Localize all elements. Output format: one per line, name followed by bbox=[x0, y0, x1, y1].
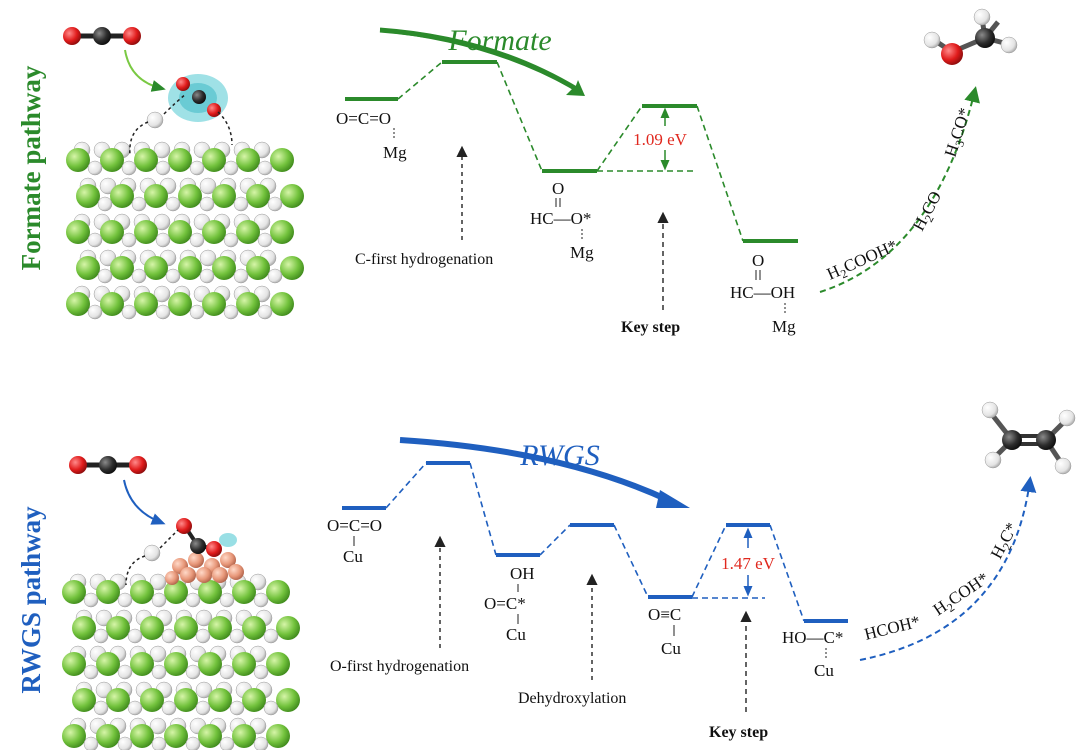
rwgs-title: RWGS bbox=[519, 439, 599, 472]
methanol-molecule-icon bbox=[923, 8, 1018, 65]
formate-int-1: H2COOH* bbox=[824, 236, 901, 287]
formate-connectors bbox=[397, 61, 744, 242]
rwgs-title-arrow bbox=[399, 437, 670, 503]
formate-hcoo-top: O bbox=[552, 179, 564, 198]
rwgs-barrier-label: 1.47 eV bbox=[721, 554, 776, 573]
rwgs-title-arrowhead bbox=[656, 490, 690, 508]
rwgs-note-o-first: O-first hydrogenation bbox=[330, 658, 469, 675]
rwgs-connectors bbox=[385, 462, 805, 622]
adsorption-arrow-top bbox=[124, 49, 166, 92]
h-transfer-dashes-top-2 bbox=[163, 93, 187, 115]
formate-side-label: Formate pathway bbox=[16, 65, 46, 270]
cu-cluster-icon bbox=[165, 552, 244, 585]
mg-hydride-surface-slab-bottom bbox=[62, 573, 300, 750]
formate-hcoo-main: HC—O* bbox=[530, 209, 591, 228]
rwgs-co-main: O≡C bbox=[648, 605, 681, 624]
surface-h-atom-top bbox=[146, 111, 164, 129]
svg-text:Formate pathway: Formate pathway bbox=[16, 65, 46, 270]
rwgs-int-1: HCOH* bbox=[862, 612, 922, 644]
rwgs-side-label: RWGS pathway bbox=[16, 506, 46, 694]
formate-title: Formate bbox=[447, 24, 551, 57]
rwgs-co-site: Cu bbox=[661, 639, 681, 658]
formate-barrier-label: 1.09 eV bbox=[633, 130, 688, 149]
formate-to-methanol-arrow bbox=[819, 86, 980, 293]
rwgs-cooh-main: O=C* bbox=[484, 594, 526, 613]
co2-molecule-icon-bottom bbox=[69, 456, 147, 474]
svg-text:HCOH*: HCOH* bbox=[862, 612, 922, 644]
co2-molecule-icon-top bbox=[63, 27, 141, 45]
formate-hcooh-site: Mg bbox=[772, 317, 796, 336]
formate-int-3: H3CO* bbox=[941, 105, 977, 160]
formate-pathway: Formate 1.09 eV O=C=O Mg O HC—O* Mg O bbox=[336, 8, 1018, 336]
rwgs-cooh-site: Cu bbox=[506, 625, 526, 644]
mg-hydride-surface-slab-top bbox=[66, 141, 304, 320]
h-transfer-dashes-top bbox=[129, 121, 149, 156]
formate-hcoo-site: Mg bbox=[570, 243, 594, 262]
formate-title-arrow-body bbox=[379, 27, 580, 93]
svg-text:H2COOH*: H2COOH* bbox=[824, 236, 901, 287]
rwgs-note-dehydroxylation: Dehydroxylation bbox=[518, 690, 626, 707]
formate-co2-label: O=C=O bbox=[336, 109, 391, 128]
formate-co2-site: Mg bbox=[383, 143, 407, 162]
rwgs-coh-site: Cu bbox=[814, 661, 834, 680]
formate-hcooh-top: O bbox=[752, 251, 764, 270]
svg-text:H2C*: H2C* bbox=[987, 519, 1024, 563]
formate-int-2: H2CO bbox=[909, 188, 948, 235]
rwgs-cooh-top: OH bbox=[510, 564, 535, 583]
h-transfer-dashes-top-3 bbox=[217, 111, 233, 146]
h-transfer-dashes-bottom-2 bbox=[159, 529, 179, 549]
adsorbed-co2-charge-cloud-icon bbox=[168, 74, 228, 122]
surface-h-atom-bottom bbox=[143, 544, 161, 562]
rwgs-co2-label: O=C=O bbox=[327, 516, 382, 535]
svg-text:RWGS pathway: RWGS pathway bbox=[16, 506, 46, 694]
svg-text:H2CO: H2CO bbox=[909, 188, 948, 235]
formate-note-c-first: C-first hydrogenation bbox=[355, 251, 493, 268]
rwgs-key-step: Key step bbox=[709, 724, 768, 741]
rwgs-to-ethylene-arrow bbox=[859, 476, 1037, 661]
adsorption-arrow-bottom bbox=[123, 479, 166, 525]
adsorbed-co2-bent-icon bbox=[176, 518, 237, 557]
rwgs-int-3: H2C* bbox=[987, 519, 1024, 563]
formate-key-step: Key step bbox=[621, 319, 680, 336]
ethylene-molecule-icon bbox=[981, 401, 1076, 475]
formate-hcooh-main: HC—OH bbox=[730, 283, 795, 302]
rwgs-co2-site: Cu bbox=[343, 547, 363, 566]
svg-text:H3CO*: H3CO* bbox=[941, 105, 977, 160]
rwgs-coh-main: HO—C* bbox=[782, 628, 843, 647]
rwgs-pathway: RWGS 1.47 eV O=C=O Cu OH O=C* Cu bbox=[327, 401, 1076, 741]
